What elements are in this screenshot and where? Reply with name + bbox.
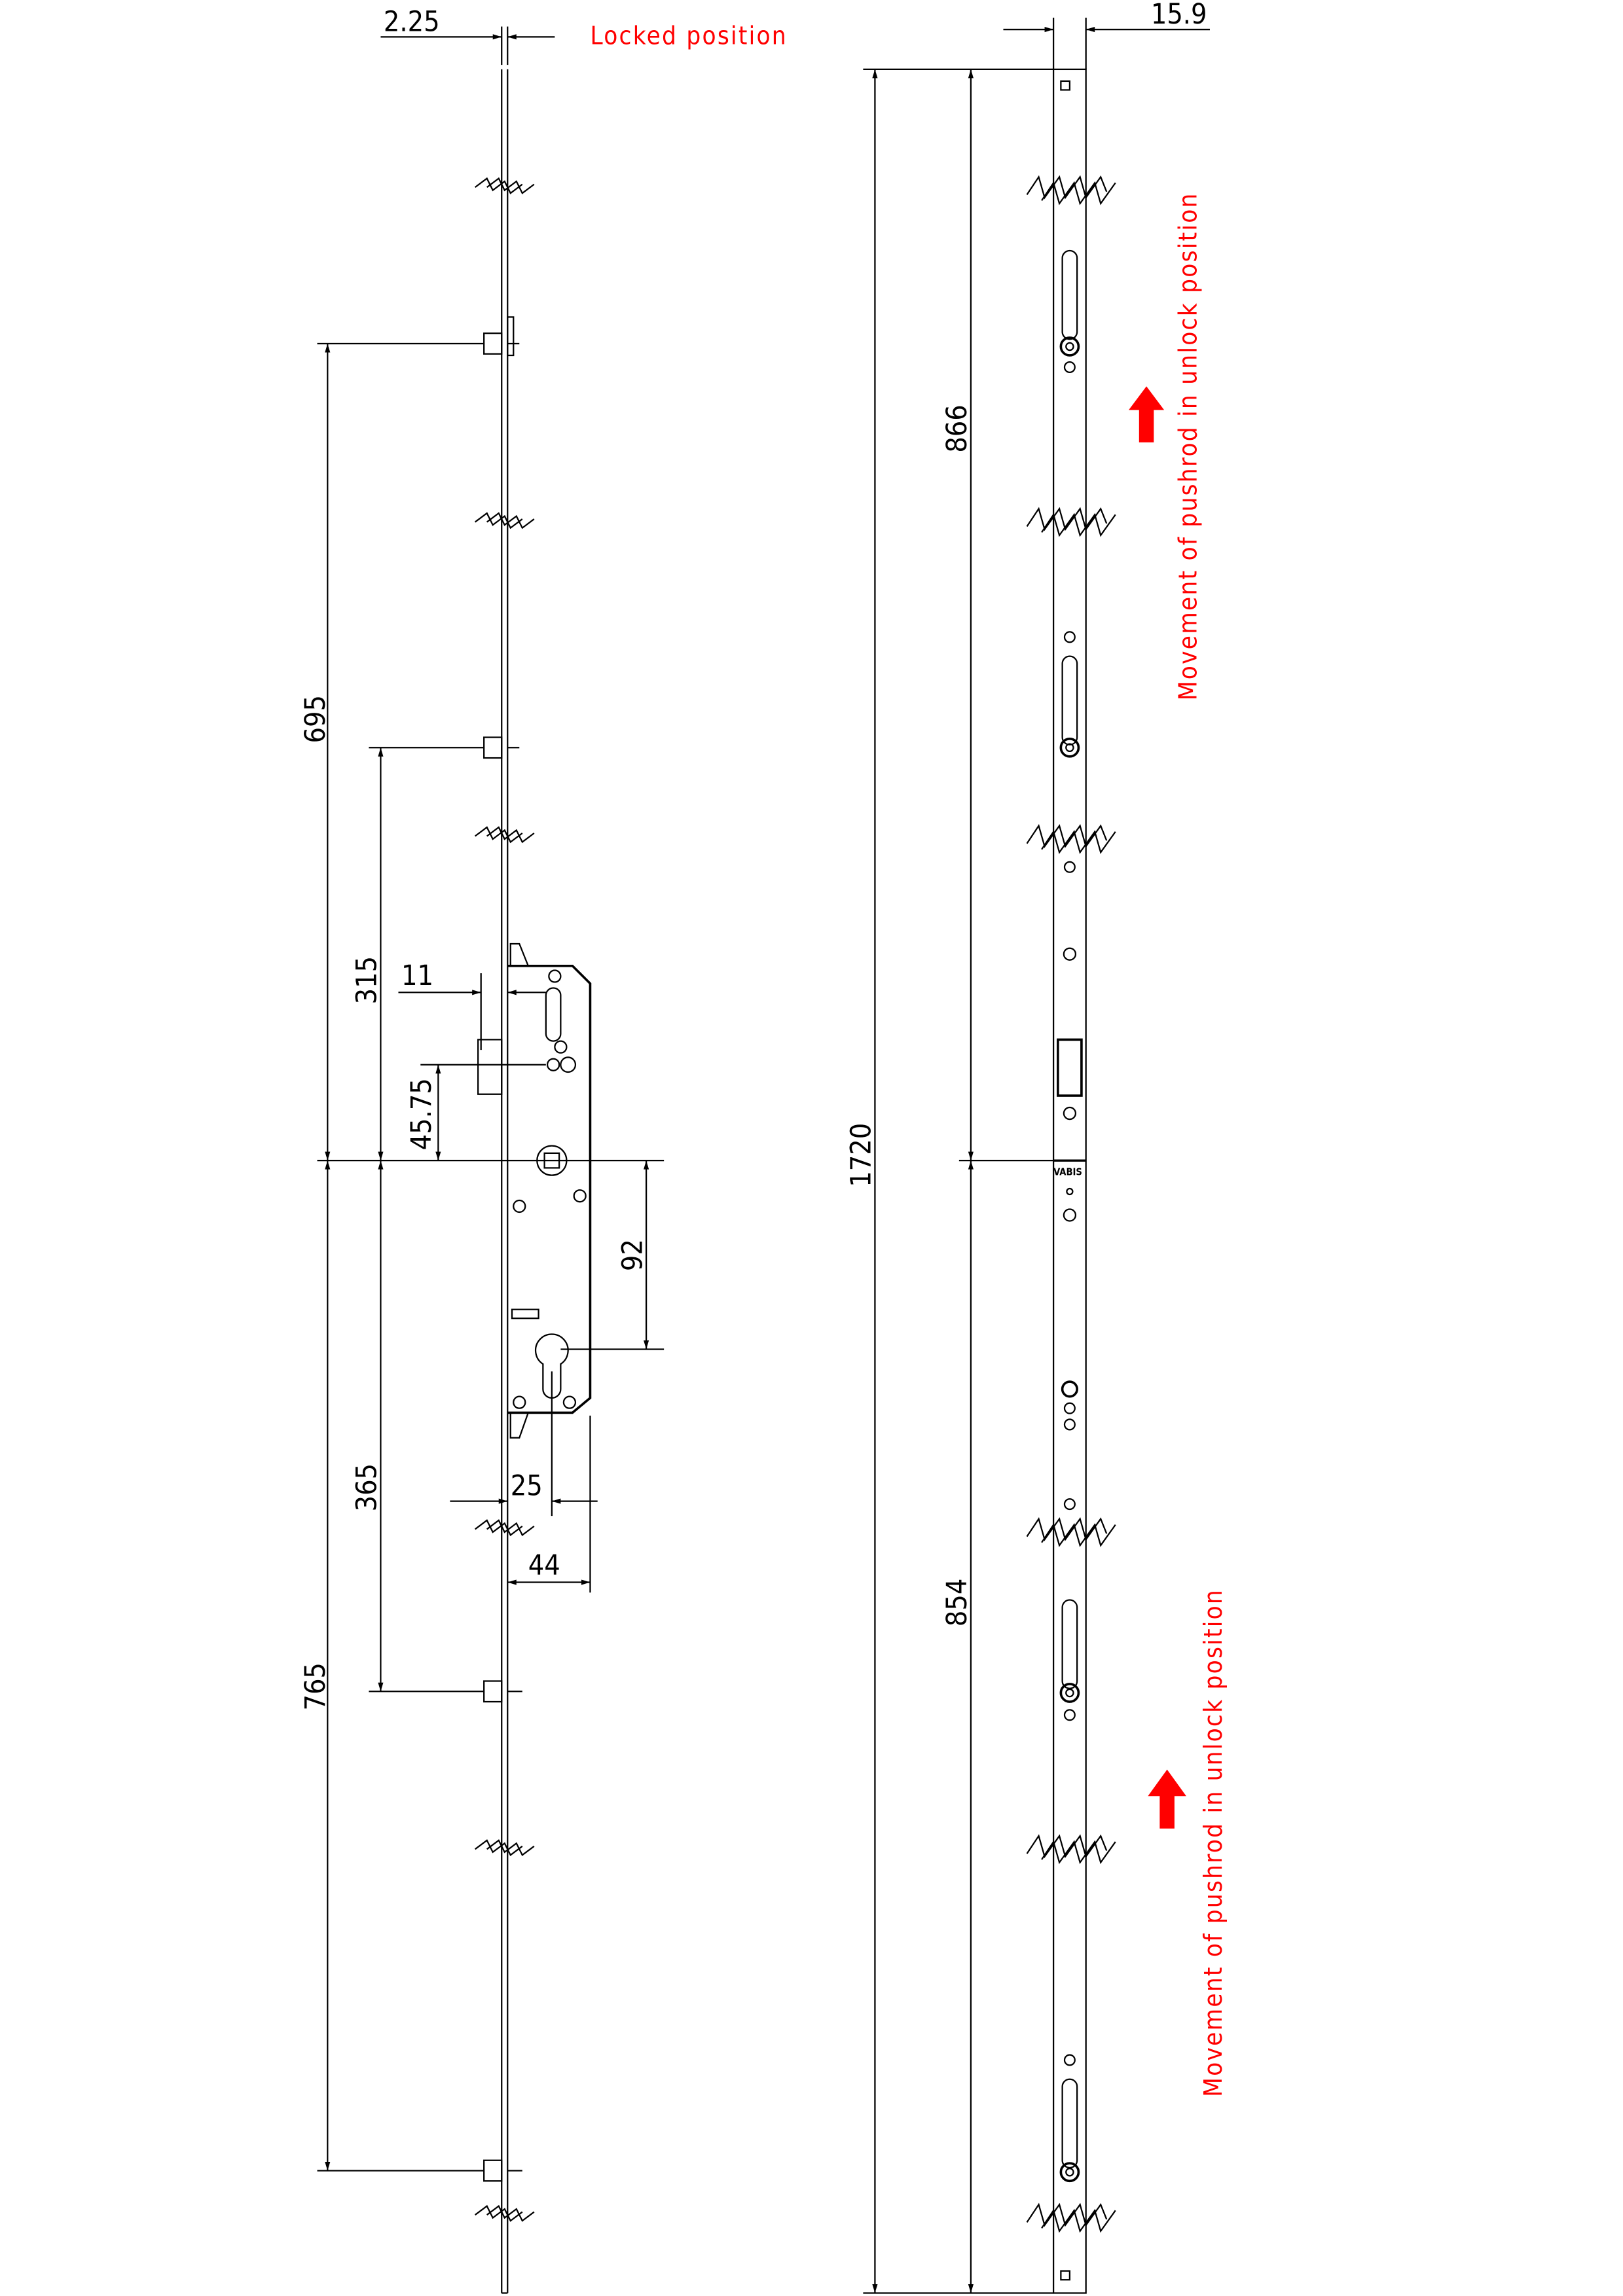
brand-mark: VABIS	[1053, 1167, 1082, 1178]
bolt	[483, 1680, 522, 1703]
follower-slot	[545, 987, 562, 1042]
locking-bolts	[483, 316, 522, 2182]
dim-lower: 854	[941, 1579, 974, 1626]
bolt	[483, 736, 520, 759]
dim-upper: 866	[941, 404, 974, 452]
dim-695: 695	[299, 695, 332, 743]
arrow-up-icon	[1148, 1769, 1186, 1829]
dim-11: 11	[401, 960, 433, 992]
dim-total: 1720	[845, 1123, 878, 1187]
screw-icon	[573, 1189, 587, 1203]
dim-365: 365	[351, 1463, 384, 1511]
left-view: 2.25 Locked position 695 315 7	[299, 5, 787, 2294]
screw-icon	[562, 1395, 577, 1409]
break-symbols	[1026, 175, 1116, 2233]
dim-45-75: 45.75	[405, 1078, 438, 1150]
dim-92: 92	[616, 1239, 649, 1271]
lock-case	[477, 942, 592, 1439]
lower-movement-note: Movement of pushrod in unlock position	[1199, 1588, 1228, 2097]
dim-width: 15.9	[1151, 0, 1207, 31]
spindle-hole	[536, 1145, 568, 1176]
locked-position-label: Locked position	[590, 22, 787, 51]
faceplate	[1052, 68, 1087, 2294]
dim-25: 25	[511, 1470, 543, 1503]
dim-44: 44	[528, 1549, 560, 1582]
screw-icon	[513, 1199, 526, 1213]
arrow-up-icon	[1129, 386, 1165, 442]
dim-765: 765	[299, 1662, 332, 1710]
latch	[477, 1039, 503, 1095]
screw-icon	[513, 1395, 526, 1409]
latch-opening	[1057, 1038, 1083, 1097]
right-view: 15.9 1720 866 854 VABIS	[845, 0, 1228, 2294]
upper-movement-note: Movement of pushrod in unlock position	[1174, 192, 1203, 700]
bolt	[483, 2159, 522, 2182]
dim-rod-thickness: 2.25	[384, 5, 440, 38]
faceplate-features: VABIS	[1053, 80, 1083, 2281]
dim-315: 315	[351, 956, 384, 1004]
screw-icon	[548, 969, 562, 983]
break-symbols	[474, 177, 535, 2222]
